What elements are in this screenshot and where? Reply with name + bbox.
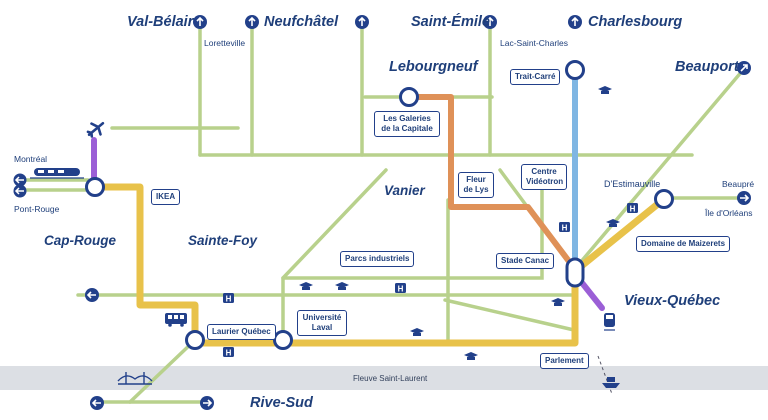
tram-icon <box>604 313 615 331</box>
arrow-icon-pont-rouge <box>13 184 27 198</box>
station-universite-laval[interactable] <box>273 330 293 350</box>
train-icon <box>30 168 84 179</box>
district-charlesbourg: Charlesbourg <box>588 14 683 30</box>
label-lac-saint-charles: Lac-Saint-Charles <box>500 38 569 48</box>
hospital-letter: H <box>226 295 232 304</box>
graduation-cap-icon <box>335 282 349 290</box>
stop-domaine-maizerets[interactable]: Domaine de Maizerets <box>636 236 731 252</box>
yellow-line <box>91 183 579 347</box>
stop-universite-laval[interactable]: Université Laval <box>297 310 347 336</box>
label-montreal: Montréal <box>14 154 48 164</box>
station-laurier-quebec[interactable] <box>185 330 205 350</box>
hospital-icon: H <box>395 283 406 294</box>
hospital-icon: H <box>559 222 570 233</box>
graduation-cap-icon <box>464 352 478 360</box>
hospital-icon: H <box>223 347 234 358</box>
arrow-icon-charlesbourg <box>568 15 582 29</box>
label-pont-rouge: Pont-Rouge <box>14 204 60 214</box>
airplane-icon <box>86 121 105 138</box>
stop-ikea[interactable]: IKEA <box>151 189 181 205</box>
station-destimauville[interactable] <box>654 189 674 209</box>
stop-laurier-quebec[interactable]: Laurier Québec <box>207 324 276 340</box>
ferry-route <box>597 355 613 395</box>
label-fleuve-saint-laurent: Fleuve Saint-Laurent <box>353 374 428 383</box>
orange-line <box>406 94 577 271</box>
arrow-icon-rive-sud-east <box>200 396 214 410</box>
arrow-icon-rive-sud-west <box>90 396 104 410</box>
label-ile-orleans: Île d'Orléans <box>705 208 753 218</box>
label-beaupre: Beaupré <box>722 179 755 189</box>
stop-parlement[interactable]: Parlement <box>540 353 589 369</box>
stop-galeries-capitale[interactable]: Les Galeries de la Capitale <box>374 111 440 137</box>
station-lebourgneuf[interactable] <box>399 87 419 107</box>
district-val-belair: Val-Bélair <box>127 14 194 30</box>
graduation-cap-icon <box>598 86 612 94</box>
hospital-letter: H <box>226 349 232 358</box>
hospital-icon: H <box>223 293 234 304</box>
arrow-icon-north-centre <box>355 15 369 29</box>
arrow-icon-neufchatel <box>245 15 259 29</box>
graduation-cap-icon <box>410 328 424 336</box>
station-charlesbourg[interactable] <box>565 60 585 80</box>
stop-parcs-industriels[interactable]: Parcs industriels <box>340 251 415 267</box>
district-vieux-quebec: Vieux-Québec <box>624 293 721 309</box>
arrow-icon-val-belair <box>193 15 207 29</box>
district-cap-rouge: Cap-Rouge <box>44 233 116 248</box>
hospital-letter: H <box>398 285 404 294</box>
label-destimauville: D'Estimauville <box>604 179 661 189</box>
bus-icon <box>165 313 187 327</box>
label-loretteville: Loretteville <box>204 38 246 48</box>
district-vanier: Vanier <box>384 183 425 198</box>
bridge-icon <box>117 372 153 385</box>
stop-trait-carre[interactable]: Trait-Carré <box>510 69 561 85</box>
district-sainte-foy: Sainte-Foy <box>188 233 258 248</box>
arrow-icon-beauport <box>737 61 751 75</box>
graduation-cap-icon <box>606 219 620 227</box>
district-neufchatel: Neufchâtel <box>264 14 339 30</box>
district-beauport: Beauport <box>675 59 739 75</box>
district-lebourgneuf: Lebourgneuf <box>389 59 478 75</box>
hospital-letter: H <box>562 224 568 233</box>
arrow-icon-saint-emile <box>483 15 497 29</box>
stop-fleur-de-lys[interactable]: Fleur de Lys <box>458 172 494 198</box>
hospital-letter: H <box>630 205 636 214</box>
hospital-icon: H <box>627 203 638 214</box>
river-band <box>0 366 768 390</box>
arrow-icon-montreal <box>13 173 27 187</box>
arrow-icon-west <box>85 288 99 302</box>
university-icons <box>299 86 620 360</box>
graduation-cap-icon <box>299 282 313 290</box>
district-rive-sud: Rive-Sud <box>250 395 313 411</box>
graduation-cap-icon <box>551 298 565 306</box>
district-saint-emile: Saint-Émile <box>411 14 490 30</box>
yellow-line-east <box>570 195 668 276</box>
station-cap-rouge[interactable] <box>85 177 105 197</box>
stop-centre-videotron[interactable]: Centre Vidéotron <box>521 164 567 190</box>
ferry-icon <box>602 377 620 388</box>
arrow-icon-beaupre <box>737 191 751 205</box>
stop-stade-canac[interactable]: Stade Canac <box>496 253 555 269</box>
station-vieux-quebec[interactable] <box>565 257 585 288</box>
